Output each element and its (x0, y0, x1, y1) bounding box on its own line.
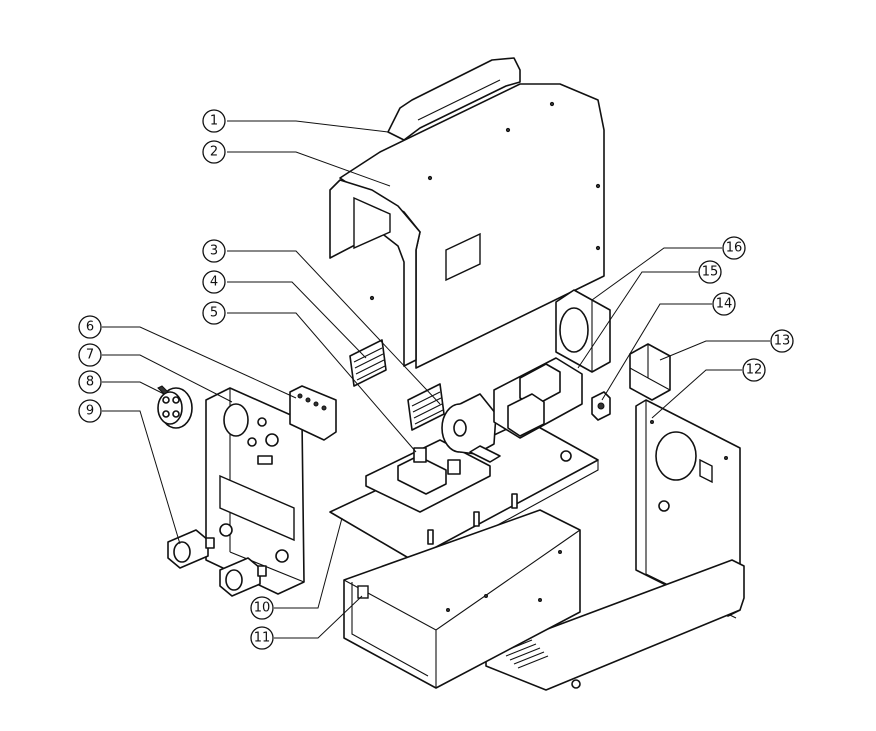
base-chassis (343, 509, 581, 689)
rectifier-pcb (493, 357, 583, 439)
callout-15: 15 (698, 260, 722, 284)
callout-10: 10 (250, 596, 274, 620)
callout-9-label: 9 (86, 404, 94, 419)
callout-1: 1 (202, 109, 226, 133)
callout-16: 16 (722, 236, 746, 260)
output-socket-upper (167, 529, 215, 569)
callout-5: 5 (202, 301, 226, 325)
fan-housing (555, 289, 611, 373)
callout-4-label: 4 (210, 275, 218, 290)
side-window (353, 196, 391, 250)
callout-5-label: 5 (210, 306, 218, 321)
callout-2: 2 (202, 140, 226, 164)
callout-16-label: 16 (726, 241, 743, 256)
callout-12-label: 12 (746, 363, 763, 378)
callout-11-label: 11 (254, 631, 271, 646)
callout-14-label: 14 (716, 297, 733, 312)
transformer (441, 393, 501, 463)
right-side-frame (635, 399, 741, 619)
callout-3: 3 (202, 239, 226, 263)
callout-4: 4 (202, 270, 226, 294)
callout-8-label: 8 (86, 375, 94, 390)
callout-8: 8 (78, 370, 102, 394)
callout-11: 11 (250, 626, 274, 650)
label-plate (445, 232, 481, 282)
callout-9: 9 (78, 399, 102, 423)
callout-7: 7 (78, 343, 102, 367)
callout-6-label: 6 (86, 320, 94, 335)
callout-2-label: 2 (210, 145, 218, 160)
base-plate (485, 559, 745, 691)
callout-12: 12 (742, 358, 766, 382)
top-cover (329, 57, 605, 369)
main-pcb (365, 439, 491, 513)
callout-1-label: 1 (210, 114, 218, 129)
display-pcb (289, 385, 337, 441)
callout-7-label: 7 (86, 348, 94, 363)
leader-lines (102, 120, 770, 639)
handle (387, 57, 521, 141)
callout-10-label: 10 (254, 601, 271, 616)
switch-box (629, 343, 671, 401)
callout-14: 14 (712, 292, 736, 316)
front-panel (205, 387, 305, 595)
control-knob (157, 385, 193, 429)
callout-3-label: 3 (210, 244, 218, 259)
callout-6: 6 (78, 315, 102, 339)
callout-15-label: 15 (702, 265, 719, 280)
output-socket-lower (219, 557, 267, 597)
callout-13-label: 13 (774, 334, 791, 349)
power-socket (591, 391, 611, 421)
vent-grille-lower (407, 383, 445, 431)
callout-13: 13 (770, 329, 794, 353)
